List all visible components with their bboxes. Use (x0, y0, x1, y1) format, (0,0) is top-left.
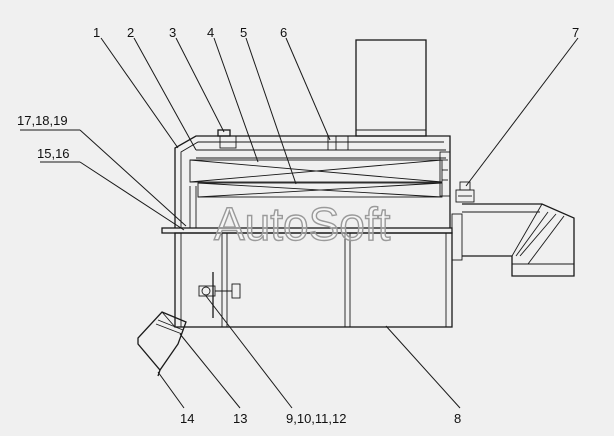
label-2: 2 (127, 25, 134, 40)
label-3: 3 (169, 25, 176, 40)
label-7: 7 (572, 25, 579, 40)
label-1: 1 (93, 25, 100, 40)
housing-upper (174, 135, 451, 228)
outlet-pipe (327, 39, 427, 151)
leader-lines (20, 37, 579, 409)
label-15-16: 15,16 (37, 146, 70, 161)
dust-ejector (137, 233, 187, 377)
label-14: 14 (180, 411, 194, 426)
label-13: 13 (233, 411, 247, 426)
top-bracket (217, 129, 237, 149)
inlet-elbow (451, 181, 575, 277)
callout-labels: 1 2 3 4 5 6 7 17,18,19 15,16 14 13 9,10,… (17, 25, 579, 426)
label-17-18-19: 17,18,19 (17, 113, 68, 128)
label-8: 8 (454, 411, 461, 426)
label-4: 4 (207, 25, 214, 40)
watermark: AutoSoft (214, 198, 391, 250)
label-9-10-11-12: 9,10,11,12 (286, 411, 346, 426)
label-6: 6 (280, 25, 287, 40)
label-5: 5 (240, 25, 247, 40)
